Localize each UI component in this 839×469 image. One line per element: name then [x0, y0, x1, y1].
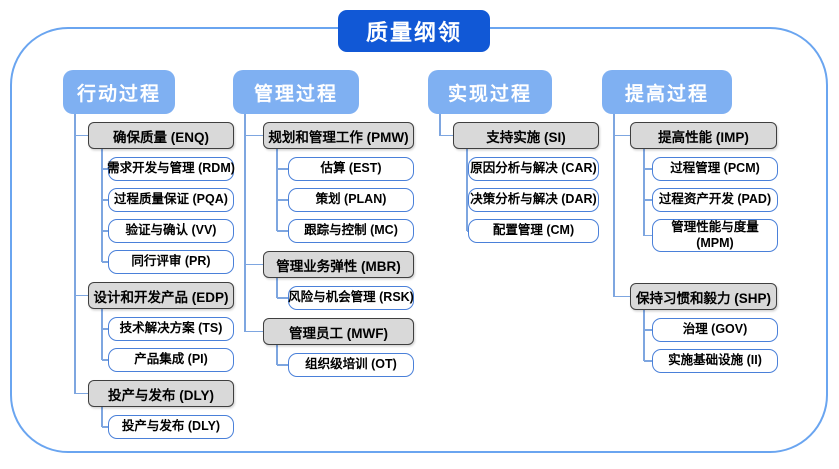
process-column-improvement: 提高过程提高性能 (IMP) 过程管理 (PCM) 过程资产开发 (PAD) 管理性能… — [602, 70, 782, 374]
process-area-node: 投产与发布 (DLY) — [88, 380, 234, 407]
connector-line — [614, 134, 630, 137]
column-header-action: 行动过程 — [63, 70, 175, 114]
connector-line — [245, 263, 263, 266]
practice-node: 组织级培训 (OT) — [288, 353, 414, 377]
connector-line — [614, 295, 630, 298]
connector-line — [644, 360, 652, 362]
connector-line — [102, 199, 108, 201]
practice-node: 实施基础设施 (II) — [652, 349, 778, 374]
practice-node: 治理 (GOV) — [652, 318, 778, 343]
connector-line — [102, 230, 108, 232]
connector-line — [75, 134, 88, 137]
practice-node: 管理性能与度量 (MPM) — [652, 219, 778, 253]
connector-line — [101, 149, 103, 262]
connector-line — [277, 199, 288, 201]
practice-node: 原因分析与解决 (CAR) — [468, 157, 599, 181]
connector-line — [245, 134, 263, 137]
process-group: 管理员工 (MWF) 组织级培训 (OT) — [263, 318, 418, 377]
connector-line — [75, 294, 88, 297]
process-area-node: 提高性能 (IMP) — [630, 122, 777, 149]
process-area-node: 规划和管理工作 (PMW) — [263, 122, 414, 149]
connector-line — [644, 329, 652, 331]
process-column-management: 管理过程规划和管理工作 (PMW) 估算 (EST) 策划 (PLAN) 跟踪与控制 … — [233, 70, 418, 377]
process-area-node: 设计和开发产品 (EDP) — [88, 282, 234, 309]
practice-list: 投产与发布 (DLY) — [108, 415, 235, 439]
connector-line — [102, 359, 108, 361]
practice-node: 配置管理 (CM) — [468, 219, 599, 243]
practice-list: 过程管理 (PCM) 过程资产开发 (PAD) 管理性能与度量 (MPM) — [652, 157, 782, 253]
connector-line — [74, 114, 76, 394]
connector-line — [644, 234, 652, 237]
connector-line — [440, 134, 453, 137]
connector-line — [467, 230, 468, 232]
practice-node: 过程质量保证 (PQA) — [108, 188, 234, 212]
connector-line — [101, 309, 103, 360]
column-header-management: 管理过程 — [233, 70, 359, 114]
practice-list: 估算 (EST) 策划 (PLAN) 跟踪与控制 (MC) — [288, 157, 418, 243]
practice-node: 过程资产开发 (PAD) — [652, 188, 778, 212]
process-area-node: 管理业务弹性 (MBR) — [263, 251, 414, 278]
connector-line — [276, 149, 278, 231]
connector-line — [102, 168, 108, 170]
connector-line — [245, 330, 263, 333]
connector-line — [277, 297, 288, 299]
connector-line — [277, 230, 288, 232]
process-area-node: 支持实施 (SI) — [453, 122, 599, 149]
practice-node: 估算 (EST) — [288, 157, 414, 181]
connector-line — [613, 114, 615, 297]
practice-node: 决策分析与解决 (DAR) — [468, 188, 599, 212]
connector-line — [277, 168, 288, 170]
practice-node: 验证与确认 (VV) — [108, 219, 234, 243]
process-group: 支持实施 (SI) 原因分析与解决 (CAR) 决策分析与解决 (DAR) 配置管理 … — [453, 122, 603, 243]
connector-line — [102, 261, 108, 263]
practice-node: 技术解决方案 (TS) — [108, 317, 234, 341]
connector-line — [101, 407, 103, 427]
connector-line — [643, 149, 645, 236]
connector-line — [102, 426, 108, 428]
process-area-node: 保持习惯和毅力 (SHP) — [630, 283, 777, 311]
process-group: 提高性能 (IMP) 过程管理 (PCM) 过程资产开发 (PAD) 管理性能与度量 … — [630, 122, 782, 253]
process-area-node: 确保质量 (ENQ) — [88, 122, 234, 149]
process-column-realization: 实现过程支持实施 (SI) 原因分析与解决 (CAR) 决策分析与解决 (DAR) 配… — [428, 70, 603, 243]
practice-node: 投产与发布 (DLY) — [108, 415, 234, 439]
connector-line — [466, 149, 468, 231]
process-group: 设计和开发产品 (EDP) 技术解决方案 (TS) 产品集成 (PI) — [88, 282, 235, 372]
process-column-action: 行动过程确保质量 (ENQ) 需求开发与管理 (RDM) 过程质量保证 (PQA) 验… — [63, 70, 235, 439]
practice-node: 同行评审 (PR) — [108, 250, 234, 274]
connector-line — [244, 114, 246, 332]
process-group: 投产与发布 (DLY) 投产与发布 (DLY) — [88, 380, 235, 439]
connector-line — [102, 328, 108, 330]
column-header-realization: 实现过程 — [428, 70, 552, 114]
practice-node: 风险与机会管理 (RSK) — [288, 286, 414, 310]
process-group: 规划和管理工作 (PMW) 估算 (EST) 策划 (PLAN) 跟踪与控制 (MC) — [263, 122, 418, 243]
connector-line — [643, 310, 645, 361]
practice-list: 风险与机会管理 (RSK) — [288, 286, 418, 310]
practice-list: 需求开发与管理 (RDM) 过程质量保证 (PQA) 验证与确认 (VV) 同行评审 … — [107, 157, 235, 274]
practice-list: 技术解决方案 (TS) 产品集成 (PI) — [108, 317, 235, 372]
connector-line — [276, 278, 278, 298]
practice-list: 原因分析与解决 (CAR) 决策分析与解决 (DAR) 配置管理 (CM) — [468, 157, 603, 243]
connector-line — [75, 392, 88, 395]
connector-line — [277, 364, 288, 366]
connector-line — [439, 114, 441, 136]
process-group: 确保质量 (ENQ) 需求开发与管理 (RDM) 过程质量保证 (PQA) 验证与确认… — [88, 122, 235, 274]
practice-node: 策划 (PLAN) — [288, 188, 414, 212]
practice-list: 治理 (GOV) 实施基础设施 (II) — [652, 318, 782, 374]
connector-line — [276, 345, 278, 365]
practice-node: 产品集成 (PI) — [108, 348, 234, 372]
practice-node: 过程管理 (PCM) — [652, 157, 778, 181]
connector-line — [644, 168, 652, 170]
practice-node: 需求开发与管理 (RDM) — [107, 157, 235, 181]
process-group: 保持习惯和毅力 (SHP) 治理 (GOV) 实施基础设施 (II) — [630, 283, 782, 374]
column-header-improvement: 提高过程 — [602, 70, 732, 114]
practice-node: 跟踪与控制 (MC) — [288, 219, 414, 243]
process-area-node: 管理员工 (MWF) — [263, 318, 414, 345]
diagram-title: 质量纲领 — [338, 10, 490, 52]
practice-list: 组织级培训 (OT) — [288, 353, 418, 377]
connector-line — [644, 199, 652, 201]
process-group: 管理业务弹性 (MBR) 风险与机会管理 (RSK) — [263, 251, 418, 310]
